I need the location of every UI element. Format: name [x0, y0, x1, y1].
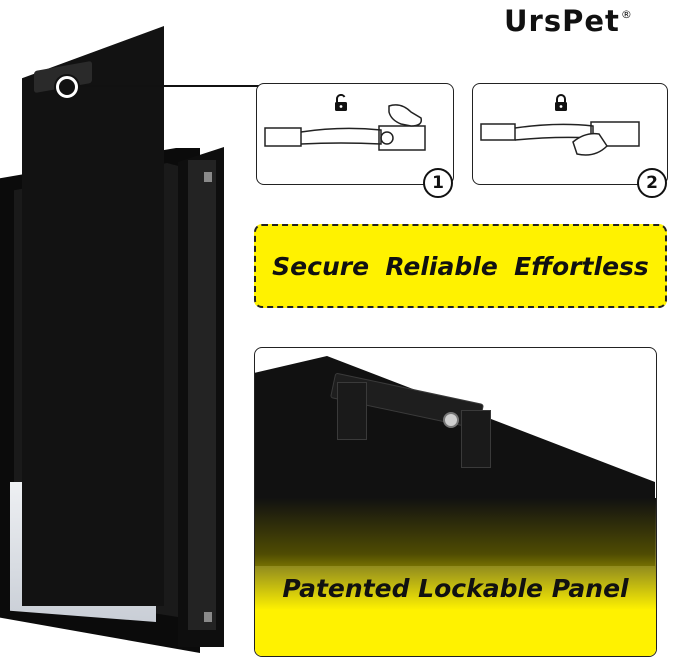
detail-handle-right-mount — [461, 410, 491, 468]
callout-line — [75, 85, 262, 87]
panel-detail-photo: Patented Lockable Panel — [254, 347, 657, 657]
unlocked-padlock-icon — [335, 94, 347, 111]
registered-mark: ® — [620, 8, 633, 21]
banner-word-secure: Secure — [272, 251, 370, 281]
step-number-1: 1 — [423, 168, 453, 198]
handle-press-illustration — [264, 104, 426, 151]
detail-caption: Patented Lockable Panel — [282, 574, 629, 603]
rail-clip-top — [204, 172, 212, 182]
step-box-lock: 2 — [472, 83, 668, 198]
lockable-panel — [22, 26, 164, 606]
detail-lock-knob — [443, 412, 459, 428]
locked-padlock-icon — [555, 94, 567, 111]
feature-banner: Secure Reliable Effortless — [254, 224, 667, 308]
brand-name: UrsPet — [504, 4, 620, 38]
step-box-unlock: 1 — [256, 83, 454, 198]
detail-handle-left-mount — [337, 382, 367, 440]
door-side-rail-inner — [188, 160, 216, 630]
handle-push-illustration — [480, 121, 640, 156]
rail-clip-bottom — [204, 612, 212, 622]
banner-word-reliable: Reliable — [385, 251, 498, 281]
detail-yellow-fade — [255, 498, 656, 656]
brand-logo: UrsPet® — [504, 4, 633, 38]
callout-dot — [56, 76, 78, 98]
banner-word-effortless: Effortless — [514, 251, 649, 281]
step-number-2: 2 — [637, 168, 667, 198]
